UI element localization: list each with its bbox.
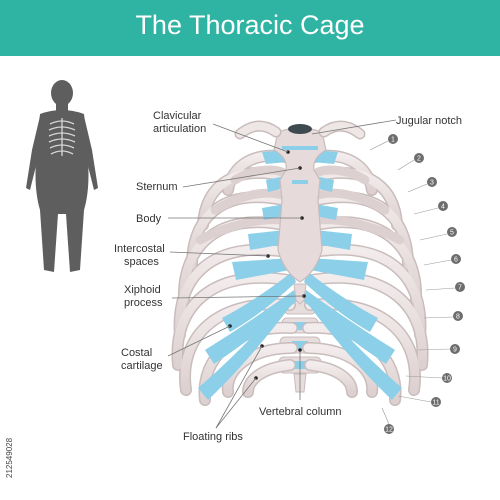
rib-number-7: 7 — [458, 285, 462, 292]
label-xiphoid-line2: process — [124, 297, 163, 309]
clavicles — [234, 120, 366, 140]
rib-number-10: 10 — [443, 376, 451, 383]
label-body: Body — [136, 213, 162, 225]
stock-id: 212549028 — [5, 437, 14, 478]
label-floating-ribs: Floating ribs — [183, 431, 243, 443]
rib-number-8: 8 — [456, 314, 460, 321]
labels: Clavicular articulation Jugular notch St… — [114, 110, 462, 443]
rib-number-4: 4 — [441, 204, 445, 211]
label-costal-line1: Costal — [121, 347, 152, 359]
rib-number-badges: 1 2 3 4 5 6 7 8 9 10 11 12 — [384, 134, 465, 434]
label-clavicular-line2: articulation — [153, 123, 206, 135]
label-sternum: Sternum — [136, 181, 178, 193]
rib-number-1: 1 — [391, 137, 395, 144]
human-silhouette-icon — [26, 80, 98, 272]
rib-number-3: 3 — [430, 180, 434, 187]
rib-number-9: 9 — [453, 347, 457, 354]
label-costal-line2: cartilage — [121, 360, 163, 372]
label-intercostal-line1: Intercostal — [114, 243, 165, 255]
leader-lines — [167, 119, 397, 429]
anterior-ribs — [195, 165, 405, 245]
costal-cartilage — [198, 150, 402, 400]
page-title: The Thoracic Cage — [135, 10, 365, 40]
rib-number-6: 6 — [454, 257, 458, 264]
label-xiphoid-line1: Xiphoid — [124, 284, 161, 296]
title-banner — [0, 0, 500, 56]
sternum — [273, 124, 327, 305]
rib-number-12: 12 — [385, 427, 393, 434]
rib-number-5: 5 — [450, 230, 454, 237]
label-clavicular-line1: Clavicular — [153, 110, 202, 122]
rib-number-11: 11 — [432, 400, 439, 407]
label-vertebral-column: Vertebral column — [259, 406, 342, 418]
label-jugular-notch: Jugular notch — [396, 115, 462, 127]
rib-number-leaders — [369, 140, 456, 425]
rib-number-2: 2 — [417, 156, 421, 163]
silhouette-ribcage-icon — [48, 118, 76, 156]
label-intercostal-line2: spaces — [124, 256, 159, 268]
